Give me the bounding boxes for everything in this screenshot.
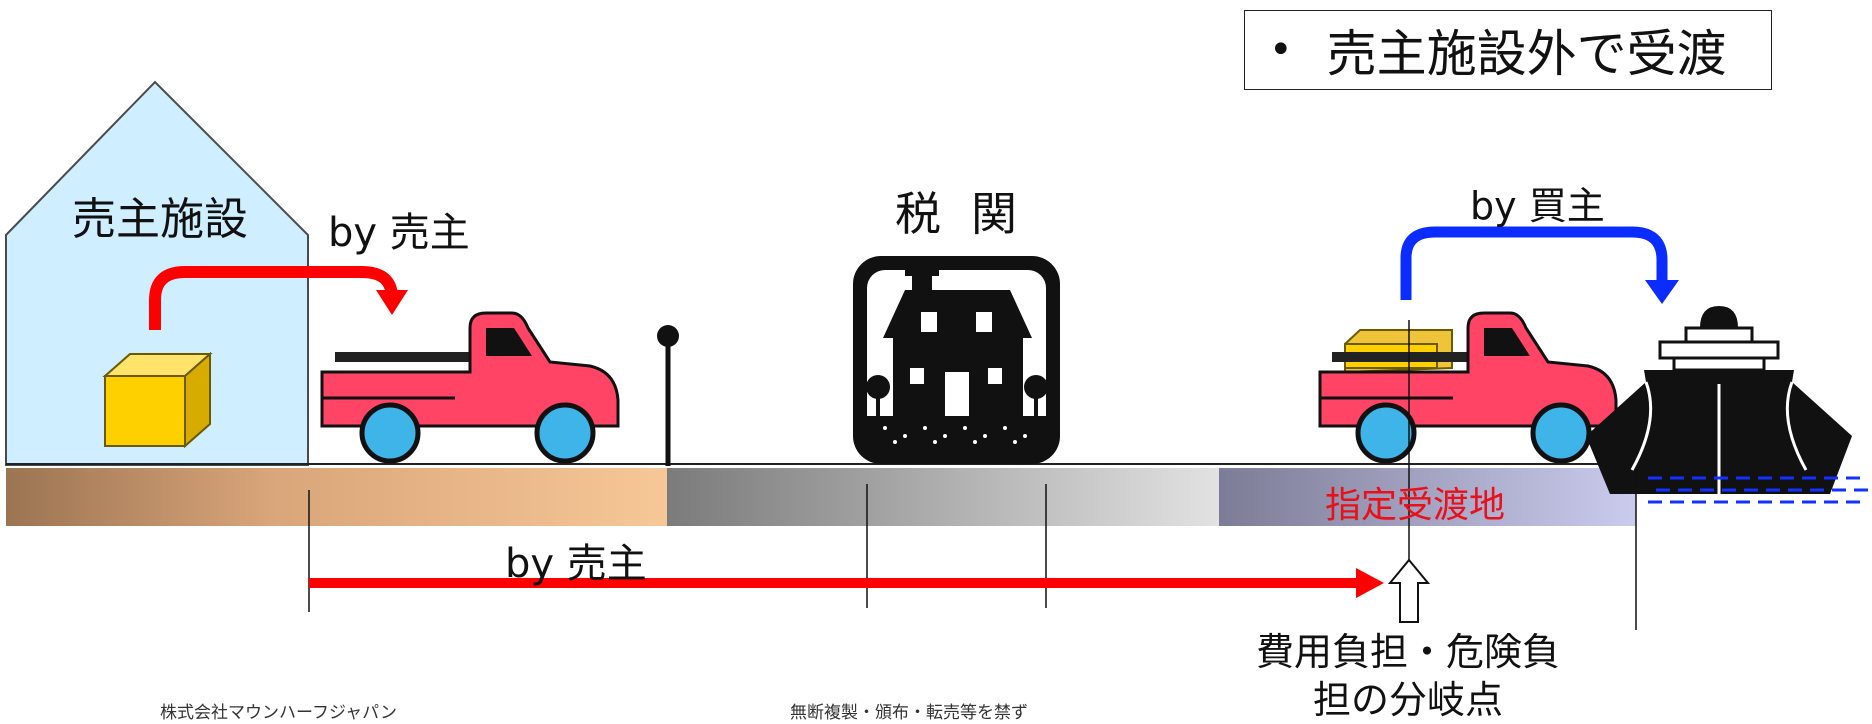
customs-building-icon — [853, 256, 1060, 464]
footer-copyright-notice: 無断複製・頒布・転売等を禁ず — [790, 703, 1028, 723]
seller-loading-arrow — [149, 266, 408, 330]
split-point-label: 費用負担・危険負担の分岐点 — [1255, 630, 1560, 722]
title-bullet: • — [1269, 27, 1293, 73]
ground-customs-zone — [667, 468, 1219, 526]
truck-icon-buyer — [1318, 311, 1618, 464]
water-waves — [1648, 476, 1868, 504]
split-point-arrow-icon — [1387, 558, 1431, 623]
by-buyer-label: by 買主 — [1470, 184, 1605, 228]
title-text: 売主施設外で受渡 — [1326, 25, 1727, 83]
cargo-on-truck-icon — [1344, 329, 1453, 374]
ship-icon — [1586, 306, 1852, 494]
title-box: • 売主施設外で受渡 — [1244, 10, 1772, 90]
seller-transport-arrow — [309, 568, 1384, 598]
footer-company: 株式会社マウンハーフジャパン — [160, 703, 397, 723]
cargo-box-icon — [102, 351, 213, 449]
buyer-loading-arrow — [1400, 226, 1679, 304]
seller-facility-label: 売主施設 — [72, 194, 248, 245]
border-post — [657, 325, 679, 466]
seller-facility-house — [5, 80, 309, 466]
by-seller-bottom-label: by 売主 — [505, 541, 647, 587]
ground-designated-zone — [1219, 468, 1636, 526]
ground-seller-zone — [6, 468, 667, 526]
designated-place-label: 指定受渡地 — [1325, 485, 1506, 526]
customs-label: 税関 — [895, 187, 1047, 241]
truck-icon-seller — [320, 311, 620, 464]
by-seller-top-label: by 売主 — [328, 210, 470, 256]
